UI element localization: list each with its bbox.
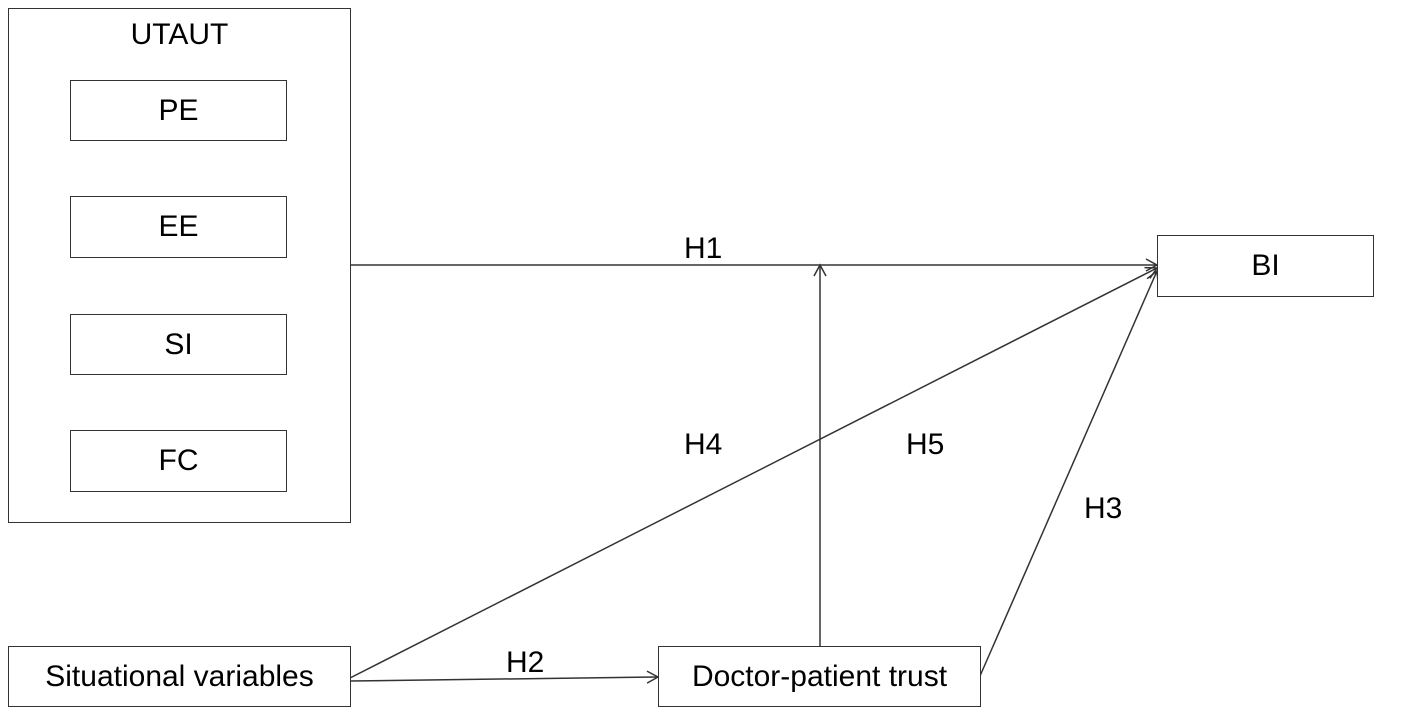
construct-pe: PE	[70, 80, 287, 141]
utaut-group	[8, 8, 351, 523]
arrow-h4-situational-to-bi	[349, 266, 1159, 679]
construct-si: SI	[70, 314, 287, 375]
construct-fc: FC	[70, 430, 287, 492]
hypothesis-h1-label: H1	[684, 232, 723, 265]
hypothesis-h5-label: H5	[906, 428, 945, 461]
node-doctor-patient-trust: Doctor-patient trust	[658, 646, 981, 707]
hypothesis-h4-label: H4	[684, 428, 723, 461]
utaut-title: UTAUT	[130, 18, 229, 51]
hypothesis-h3-label: H3	[1084, 492, 1123, 525]
arrow-h2-situational-to-trust	[349, 670, 660, 684]
construct-pe-label: PE	[158, 93, 199, 127]
construct-ee: EE	[70, 196, 287, 258]
node-situational-variables: Situational variables	[8, 646, 351, 707]
node-bi-label: BI	[1251, 249, 1280, 282]
arrow-h3-trust-to-bi	[979, 269, 1159, 677]
construct-si-label: SI	[164, 327, 193, 361]
construct-ee-label: EE	[158, 210, 199, 243]
hypothesis-h2-label: H2	[506, 646, 545, 679]
node-bi: BI	[1157, 235, 1374, 297]
node-doctor-patient-trust-label: Doctor-patient trust	[691, 659, 948, 693]
node-situational-variables-label: Situational variables	[45, 659, 314, 693]
construct-fc-label: FC	[158, 444, 199, 477]
